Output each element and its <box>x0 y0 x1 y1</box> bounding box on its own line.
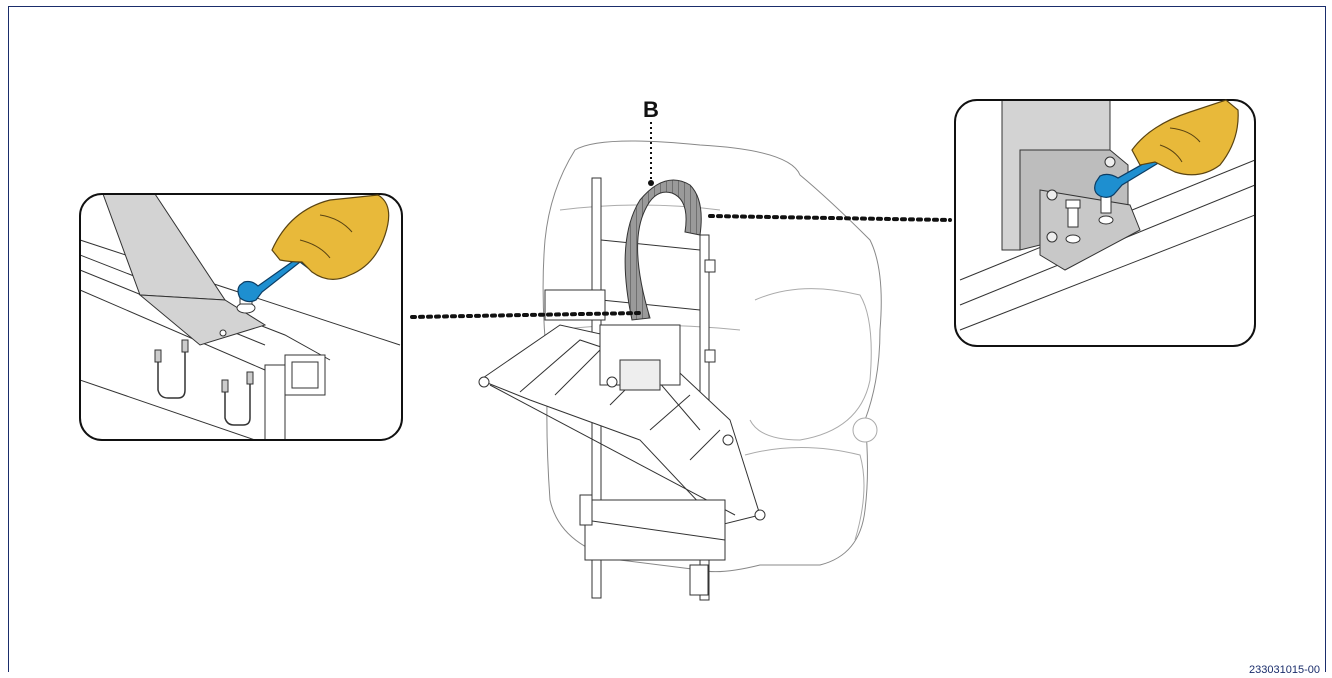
right-detail-inset <box>954 99 1256 347</box>
strap-b-icon <box>624 179 702 321</box>
document-id: 233031015-00 <box>1249 664 1320 676</box>
right-connector-line <box>708 214 952 222</box>
left-detail-inset <box>79 193 403 441</box>
callout-b-label: B <box>643 97 659 122</box>
figure-frame <box>8 6 1326 672</box>
sprayer-tank-frame-icon <box>478 140 882 601</box>
left-connector-line <box>410 311 642 319</box>
wrench-tightening-bracket-icon <box>237 194 390 303</box>
wrench-tightening-bolt-icon <box>1094 99 1239 198</box>
